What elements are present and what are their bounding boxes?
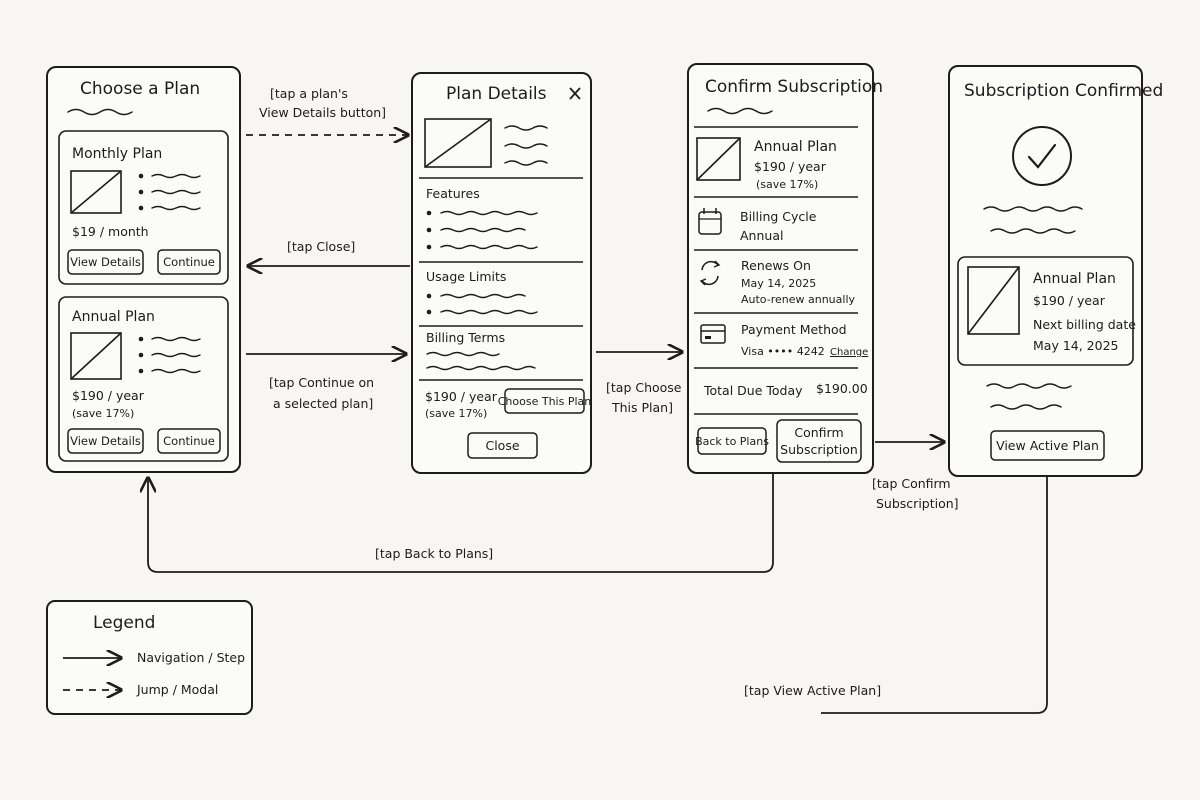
billing-terms-text [426,351,536,371]
svg-text:View Details[interactable]: View Details [70,255,141,269]
plan-price: $190 / year [1033,293,1106,308]
image-placeholder-icon [696,137,741,181]
image-placeholder-icon [967,266,1020,335]
plan-price: $190 / year [425,389,498,404]
close-icon[interactable] [569,87,581,100]
renews-note: Auto-renew annually [741,293,856,306]
legend-dashed-label: Jump / Modal [136,682,218,697]
confirm-subscription-button[interactable]: Confirm Subscription [776,419,862,463]
continue-button[interactable]: Continue [157,428,221,454]
text-placeholder [67,108,133,116]
svg-text:Continue[interactable]: Continue [163,255,215,269]
legend-solid-label: Navigation / Step [137,650,245,665]
flow-arrows [148,135,1048,714]
close-button[interactable]: Close [467,432,538,459]
plan-savings: (save 17%) [756,178,818,191]
view-details-button[interactable]: View Details [67,249,144,275]
legend: Legend Navigation / Step Jump / Modal [46,600,253,715]
section-heading-usage-limits: Usage Limits [426,269,506,284]
screen-subscription-confirmed: Subscription Confirmed Annual Plan $190 … [948,65,1163,477]
message-placeholder [983,206,1083,234]
section-heading-features: Features [426,186,480,201]
plan-price: $190 / year [754,159,827,174]
choose-this-plan-button[interactable]: Choose This Plan [498,388,592,414]
features-list [426,210,538,250]
billing-cycle-label: Billing Cycle [740,209,817,224]
plan-name: Annual Plan [1033,271,1116,287]
image-placeholder-icon [70,332,122,380]
annotation-continue-line2: a selected plan] [273,396,373,411]
bullet-list [138,336,201,374]
svg-text:Continue[interactable]: Continue [163,434,215,448]
annotation-close: [tap Close] [287,239,355,254]
usage-list [426,293,538,315]
svg-text:Close[interactable]: Close [485,438,519,453]
footer-placeholder [986,383,1072,410]
plan-name: Monthly Plan [72,146,162,162]
billing-cycle-value: Annual [740,228,783,243]
image-placeholder-icon [70,170,122,214]
next-billing-date: May 14, 2025 [1033,338,1118,353]
screen-title: Plan Details [446,84,547,104]
screen-title: Subscription Confirmed [964,81,1163,101]
arrow-back-to-plans [148,474,774,573]
description-placeholder [504,125,548,166]
annotation-confirm-line2: Subscription] [876,496,959,511]
back-to-plans-button[interactable]: Back to Plans [695,427,769,455]
annotation-view-active-plan: [tap View Active Plan] [744,683,881,698]
svg-text:Subscription[interactable]: Subscription [780,442,858,457]
legend-title: Legend [93,613,155,633]
payment-method-label: Payment Method [741,322,847,337]
calendar-icon [698,208,722,235]
annotation-choose-line1: [tap Choose [606,380,682,395]
annotation-confirm-line1: [tap Confirm [872,476,951,491]
refresh-icon [699,260,721,286]
bullet-list [138,173,201,211]
annotation-choose-line2: This Plan] [611,400,673,415]
screen-confirm-subscription: Confirm Subscription Annual Plan $190 / … [687,63,883,474]
plan-card-annual[interactable]: Annual Plan $190 / year (save 17%) View … [58,296,229,462]
renews-on-label: Renews On [741,258,811,273]
total-due-value: $190.00 [816,381,868,396]
screen-choose-plan: Choose a Plan Monthly Plan $19 / month V… [46,66,241,473]
continue-button[interactable]: Continue [157,249,221,275]
screen-title: Confirm Subscription [705,77,883,97]
svg-text:View Active Plan[interactable]: View Active Plan [996,438,1099,453]
plan-price: $19 / month [72,224,149,239]
annotation-back-to-plans: [tap Back to Plans] [375,546,493,561]
plan-card-monthly[interactable]: Monthly Plan $19 / month View Details Co… [58,130,229,285]
plan-name: Annual Plan [754,139,837,155]
svg-text:Confirm[interactable]: Confirm [794,425,843,440]
renews-on-date: May 14, 2025 [741,277,816,290]
view-active-plan-button[interactable]: View Active Plan [990,430,1105,461]
image-placeholder-icon [424,118,492,168]
total-due-label: Total Due Today [703,383,803,398]
section-heading-billing-terms: Billing Terms [426,330,505,345]
change-payment-link[interactable]: Change [830,347,868,358]
svg-text:Choose This Plan[interactable]: Choose This Plan [498,395,592,408]
plan-savings: (save 17%) [72,407,134,420]
payment-method-value: Visa •••• 4242 [741,345,825,358]
svg-text:View Details[interactable]: View Details [70,434,141,448]
annotations: [tap a plan's View Details button] [tap … [259,86,959,698]
annotation-continue-line1: [tap Continue on [269,375,374,390]
annotation-view-details-line1: [tap a plan's [270,86,348,101]
next-billing-label: Next billing date [1033,317,1136,332]
view-details-button[interactable]: View Details [67,428,144,454]
plan-savings: (save 17%) [425,407,487,420]
screen-title: Choose a Plan [80,79,200,99]
text-placeholder [707,107,773,115]
arrow-view-active-plan [821,477,1048,714]
svg-text:Back to Plans[interactable]: Back to Plans [695,435,769,448]
plan-name: Annual Plan [72,309,155,325]
credit-card-icon [700,324,726,344]
screen-plan-details: Plan Details Features Usage Limits Billi… [411,72,592,474]
active-plan-card: Annual Plan $190 / year Next billing dat… [957,256,1136,366]
checkmark-circle-icon [1012,126,1072,186]
annotation-view-details-line2: View Details button] [259,105,386,120]
plan-price: $190 / year [72,388,145,403]
